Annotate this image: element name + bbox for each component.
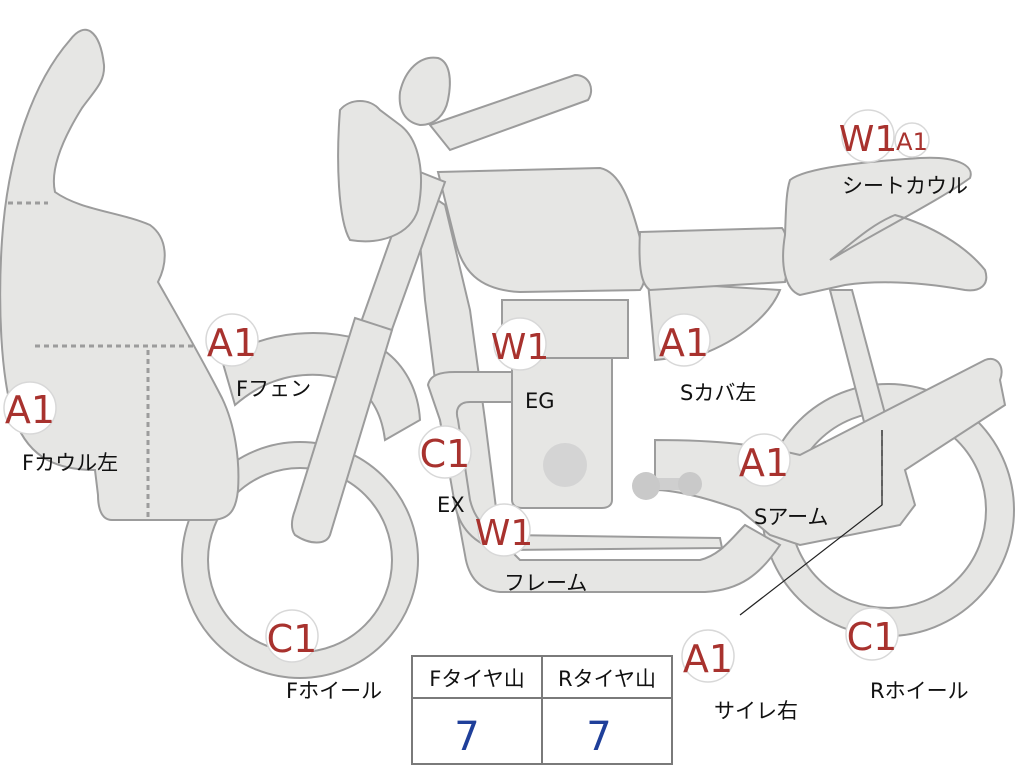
badge-f-wheel[interactable]: C1	[265, 609, 319, 663]
svg-text:W1: W1	[475, 513, 534, 554]
label-f-wheel: Fホイール	[286, 679, 382, 703]
svg-text:A1: A1	[896, 128, 928, 156]
label-seat-cowl: シートカウル	[842, 174, 968, 198]
badge-silencer-right[interactable]: A1	[681, 629, 735, 683]
rear-tire-value: 7	[586, 714, 611, 760]
badge-s-arm[interactable]: A1	[737, 433, 791, 487]
svg-text:A1: A1	[5, 388, 55, 432]
badge-s-cover-left[interactable]: A1	[657, 313, 711, 367]
cowl-seam-line	[8, 201, 195, 518]
svg-text:A1: A1	[207, 321, 257, 365]
swing-arm-shape	[654, 357, 1007, 547]
mirror-shape	[398, 56, 451, 127]
label-r-wheel: Rホイール	[870, 679, 969, 703]
footpeg-shape	[632, 472, 702, 500]
svg-text:A1: A1	[683, 637, 733, 681]
svg-text:C1: C1	[267, 617, 318, 661]
engine-cover-shape	[543, 443, 587, 487]
badge-r-wheel[interactable]: C1	[845, 607, 899, 661]
fuel-tank-shape	[436, 166, 646, 294]
svg-text:C1: C1	[420, 432, 471, 476]
svg-text:W1: W1	[491, 327, 550, 368]
badge-f-fender[interactable]: A1	[205, 313, 259, 367]
exhaust-shape	[426, 371, 724, 552]
seat-shape	[638, 226, 789, 292]
rear-tire-header: Rタイヤ山	[558, 667, 656, 691]
badge-exhaust[interactable]: C1	[418, 425, 472, 479]
svg-text:C1: C1	[847, 615, 898, 659]
label-s-cover-left: Sカバ左	[680, 381, 756, 405]
frame-shape	[413, 183, 782, 593]
headlight-shape	[337, 100, 422, 243]
label-f-cowl-left: Fカウル左	[22, 451, 118, 475]
label-f-fender: Fフェン	[236, 377, 311, 401]
badge-f-cowl-left[interactable]: A1	[3, 381, 57, 435]
label-silencer-right: サイレ右	[714, 699, 798, 723]
front-tire-header: Fタイヤ山	[429, 667, 524, 691]
label-engine: EG	[525, 389, 555, 413]
badge-frame[interactable]: W1	[475, 503, 534, 557]
svg-text:A1: A1	[739, 441, 789, 485]
badge-engine[interactable]: W1	[491, 317, 550, 371]
tire-tread-table: Fタイヤ山 Rタイヤ山 7 7	[411, 655, 673, 765]
label-s-arm: Sアーム	[754, 505, 828, 529]
label-exhaust: EX	[437, 493, 465, 517]
svg-text:W1: W1	[839, 119, 898, 160]
front-cowl-shape	[0, 28, 240, 521]
seat-cowl-shape	[782, 156, 988, 297]
svg-text:A1: A1	[659, 321, 709, 365]
front-tire-value: 7	[454, 714, 479, 760]
label-frame: フレーム	[504, 571, 587, 595]
badge-seat-cowl-sub[interactable]: A1	[894, 122, 930, 158]
handlebar-shape	[428, 73, 593, 152]
badge-seat-cowl-main[interactable]: W1	[839, 109, 898, 163]
fork-leg-shape	[291, 316, 394, 544]
